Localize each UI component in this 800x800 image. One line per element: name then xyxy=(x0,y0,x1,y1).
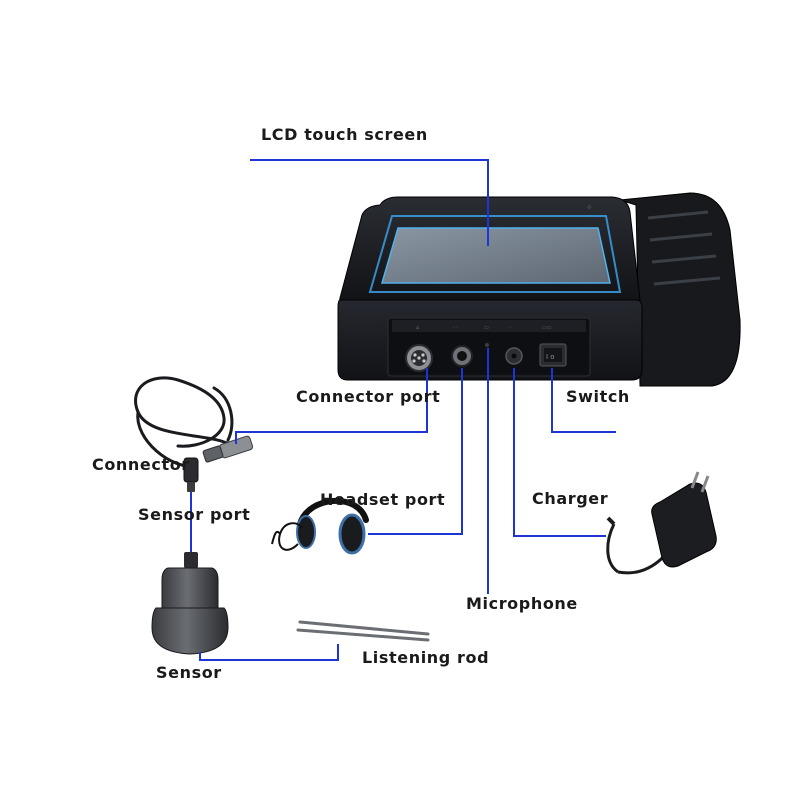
label-microphone: Microphone xyxy=(466,594,578,613)
label-sensor-port: Sensor port xyxy=(138,505,251,524)
screen-bezel xyxy=(368,215,622,293)
leader-charger xyxy=(513,368,606,537)
leader-lcd xyxy=(250,159,489,246)
svg-text:I o: I o xyxy=(546,353,555,361)
charger-port-socket xyxy=(505,347,523,365)
svg-text:▭: ▭ xyxy=(484,325,489,331)
headphones xyxy=(271,497,369,555)
label-lcd-touch-screen: LCD touch screen xyxy=(261,125,428,144)
leader-lines xyxy=(190,159,616,661)
leader-connector-port xyxy=(235,368,428,444)
svg-text:◦: ◦ xyxy=(509,325,512,331)
leader-switch xyxy=(551,368,616,433)
leader-sensor xyxy=(199,644,339,661)
detector-device: ✧ ⌂ ◦◦ ▭ ◦ ▭▭ xyxy=(337,192,741,387)
device-handle xyxy=(619,192,741,387)
connector-plug xyxy=(183,435,254,492)
listening-rod-pair xyxy=(296,620,430,642)
microphone-hole xyxy=(485,343,489,347)
handle-ridges xyxy=(647,210,721,286)
lcd-screen xyxy=(381,227,611,284)
label-charger: Charger xyxy=(532,489,609,508)
label-listening-rod: Listening rod xyxy=(362,648,490,667)
label-headset-port: Headset port xyxy=(320,490,446,509)
power-switch: I o xyxy=(539,343,567,367)
label-switch: Switch xyxy=(566,387,630,406)
sensor-unit xyxy=(151,552,229,655)
connector-port-socket xyxy=(405,344,433,372)
svg-text:▭▭: ▭▭ xyxy=(542,325,552,331)
device-logo: ✧ xyxy=(586,203,593,212)
svg-text:◦◦: ◦◦ xyxy=(452,325,458,331)
headset-port-socket xyxy=(451,345,473,367)
label-connector-port: Connector port xyxy=(296,387,441,406)
leader-headset-port xyxy=(368,368,463,535)
charger-adapter xyxy=(606,471,717,575)
svg-text:⌂: ⌂ xyxy=(416,325,419,331)
label-sensor: Sensor xyxy=(156,663,222,682)
port-panel-strip xyxy=(392,320,586,332)
label-connector: Connector xyxy=(92,455,190,474)
panel-markings: ⌂ ◦◦ ▭ ◦ ▭▭ xyxy=(416,325,552,331)
